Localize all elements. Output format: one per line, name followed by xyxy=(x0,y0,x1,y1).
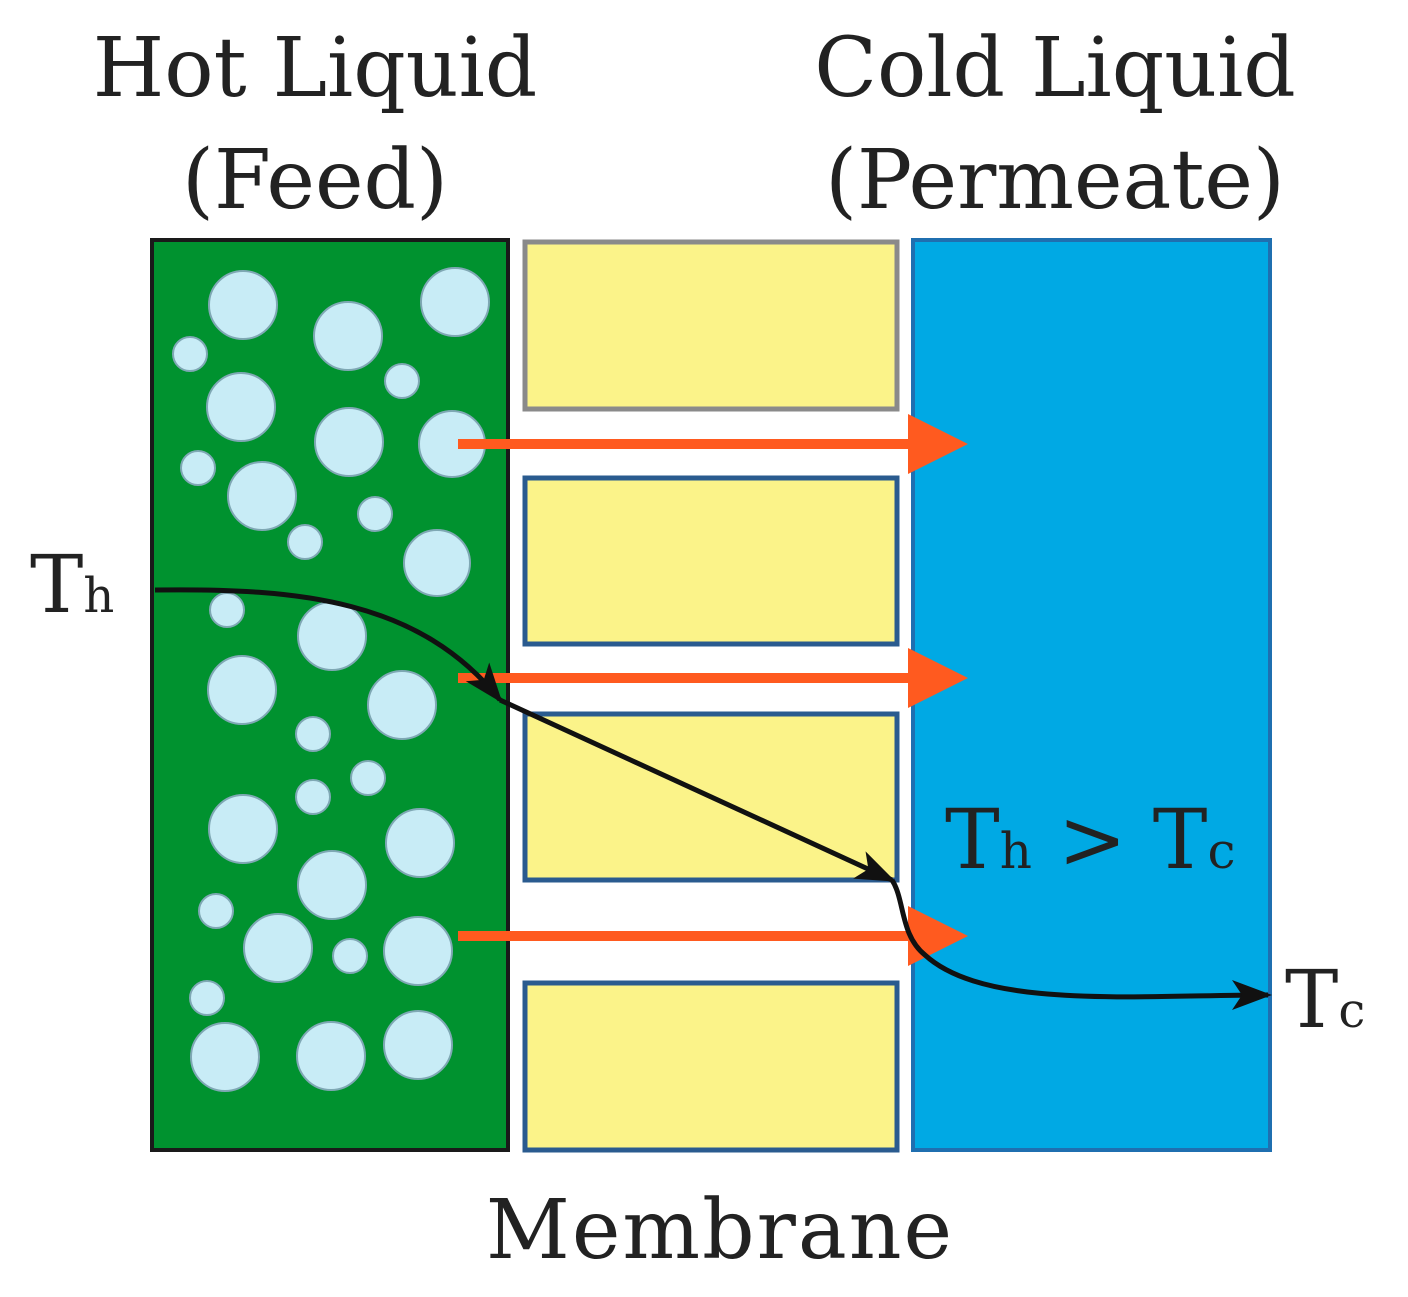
bubble xyxy=(287,524,323,560)
bubble xyxy=(420,267,490,337)
membrane-block xyxy=(522,980,900,1153)
feed-subtitle: (Feed) xyxy=(182,133,448,228)
membrane xyxy=(522,239,900,1153)
tc-sub: c xyxy=(1338,983,1366,1039)
bubble xyxy=(198,893,234,929)
bubble xyxy=(332,938,368,974)
bubble xyxy=(383,1010,453,1080)
bubble xyxy=(243,913,313,983)
bubble xyxy=(208,794,278,864)
bubble xyxy=(180,450,216,486)
relation-left-sub: h xyxy=(999,822,1032,880)
bubble xyxy=(384,363,420,399)
bubble xyxy=(385,808,455,878)
bubble xyxy=(190,1022,260,1092)
membrane-block xyxy=(522,239,900,412)
cold-liquid-title: Cold Liquid xyxy=(814,21,1296,116)
temperature-profile xyxy=(154,587,1272,1011)
relation-left-main: T xyxy=(945,793,1000,888)
bubble xyxy=(206,372,276,442)
bubble xyxy=(207,655,277,725)
permeate-compartment xyxy=(911,238,1272,1152)
bubble xyxy=(172,336,208,372)
th-sub: h xyxy=(83,568,115,624)
bubble xyxy=(209,592,245,628)
bubble xyxy=(189,980,225,1016)
cold-temperature-label: Tc xyxy=(1285,960,1365,1040)
relation-right-sub: c xyxy=(1207,822,1236,880)
bubble xyxy=(367,670,437,740)
membrane-label: Membrane xyxy=(485,1183,955,1278)
bubble xyxy=(227,461,297,531)
bubble xyxy=(403,529,471,597)
bubble xyxy=(297,850,367,920)
bubble xyxy=(295,779,331,815)
bubble xyxy=(383,916,453,986)
curve-arrow-icon xyxy=(154,587,503,704)
permeate-subtitle: (Permeate) xyxy=(825,133,1285,228)
relation-operator: > xyxy=(1031,793,1153,888)
bubble xyxy=(313,301,383,371)
relation-right-main: T xyxy=(1152,793,1208,888)
membrane-block xyxy=(522,475,900,647)
bubble xyxy=(350,760,386,796)
bubble xyxy=(297,601,367,671)
bubble xyxy=(314,407,384,477)
bubble xyxy=(295,716,331,752)
temperature-relation: Th > Tc xyxy=(945,800,1235,882)
curve-arrow-icon xyxy=(889,878,1272,1011)
tc-main: T xyxy=(1285,953,1339,1046)
feed-bubbles xyxy=(172,267,490,1092)
hot-liquid-title: Hot Liquid xyxy=(92,21,538,116)
bubble xyxy=(357,496,393,532)
bubble xyxy=(208,270,278,340)
vapor-arrows xyxy=(458,414,968,966)
curve-arrow-icon xyxy=(498,697,896,883)
bubble xyxy=(296,1021,366,1091)
hot-temperature-label: Th xyxy=(30,545,114,625)
th-main: T xyxy=(30,538,84,631)
